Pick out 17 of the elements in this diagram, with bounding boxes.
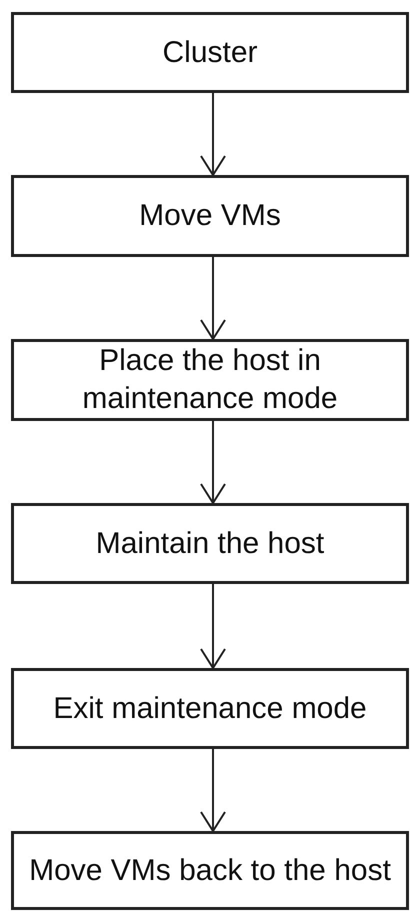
process-box xyxy=(11,12,409,93)
arrow xyxy=(200,257,226,340)
process-box xyxy=(11,339,409,421)
process-box xyxy=(11,175,409,257)
arrow xyxy=(200,93,226,176)
process-box xyxy=(11,503,409,584)
step-label: Maintain the host xyxy=(96,526,324,562)
process-box xyxy=(11,668,409,749)
arrow xyxy=(200,584,226,669)
step-label: Cluster xyxy=(162,34,258,70)
step-label: Move VMs back to the host xyxy=(29,852,391,888)
process-box xyxy=(11,831,409,910)
step-label: Move VMs xyxy=(139,198,281,234)
arrow xyxy=(200,421,226,504)
arrow xyxy=(200,749,226,832)
step-label: Place the host in maintenance mode xyxy=(81,343,339,417)
step-label: Exit maintenance mode xyxy=(53,690,367,726)
